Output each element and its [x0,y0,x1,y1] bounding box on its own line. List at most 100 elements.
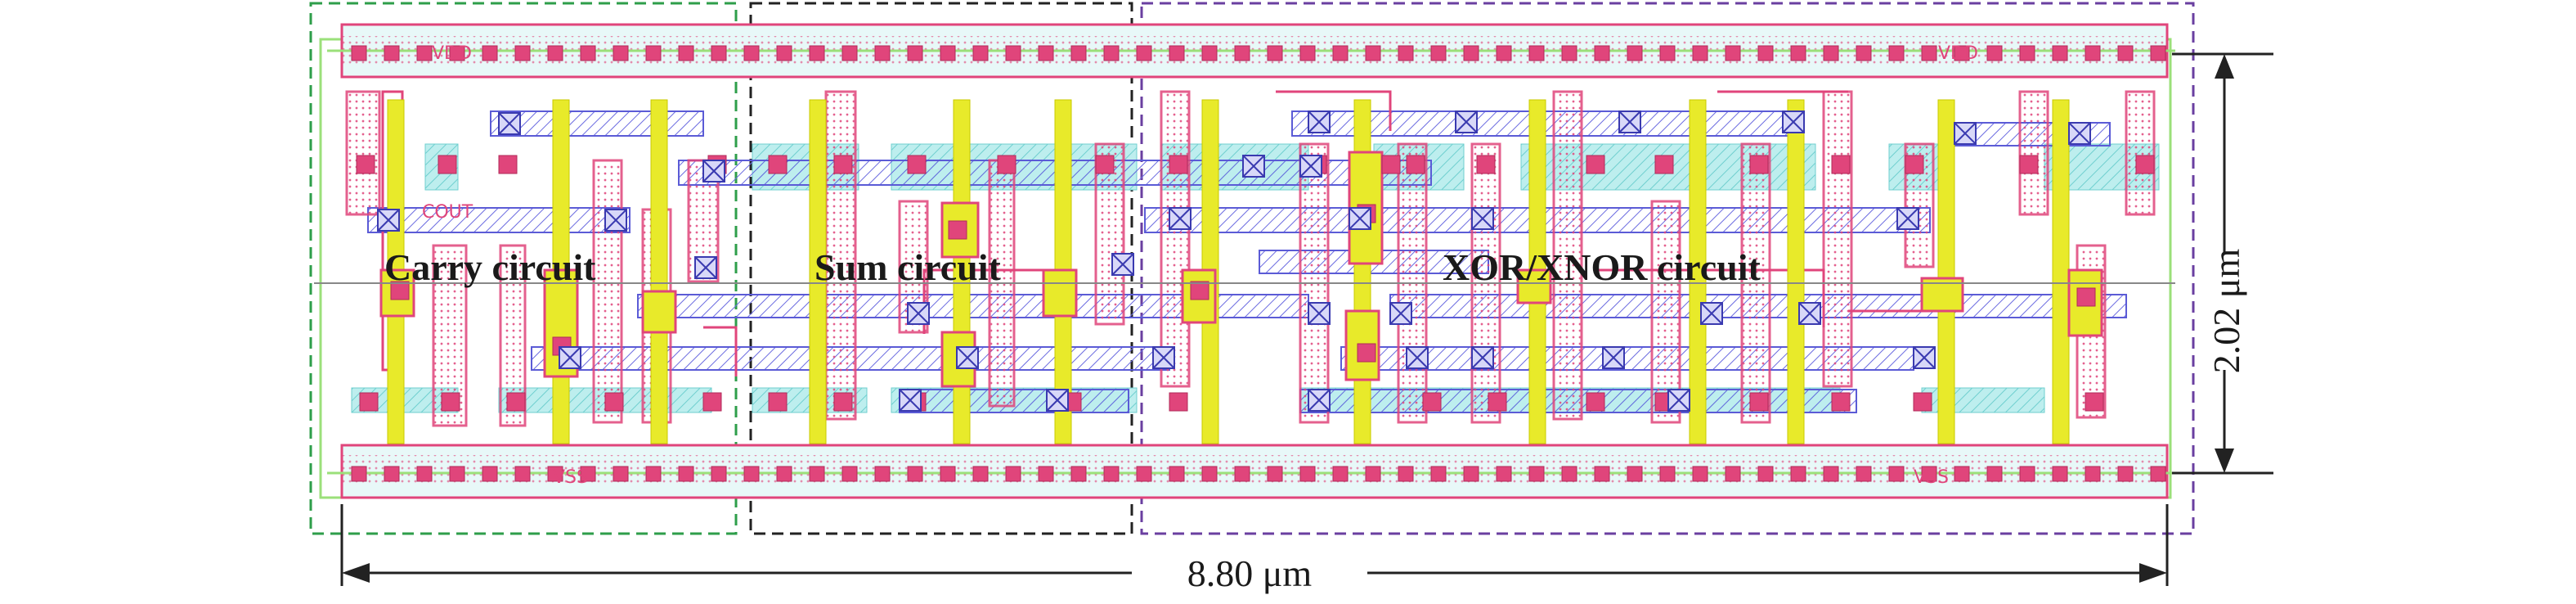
via-contact [1152,346,1175,369]
diffusion-contact [1749,155,1769,174]
rail-contact [449,45,465,61]
rail-contact [1725,45,1741,61]
rail-contact [2085,45,2101,61]
rail-contact [1103,45,1120,61]
rail-contact [1070,466,1087,482]
rail-contact [907,466,923,482]
diffusion-contact [1831,155,1851,174]
via-contact [694,256,717,279]
diffusion-contact [359,392,379,412]
diffusion-contact [948,220,967,240]
diffusion-contact [833,155,853,174]
rail-contact [645,45,662,61]
rail-contact [1234,466,1250,482]
rail-contact [645,466,662,482]
rail-contact [482,45,498,61]
vdd-pin-label-left: VDD [432,43,472,64]
via-contact [2068,122,2091,145]
rail-contact [1659,466,1676,482]
diffusion-contact [768,392,788,412]
height-dimension: 2.02 μm [2172,52,2273,475]
rail-contact [1594,466,1610,482]
rail-contact [1005,45,1021,61]
rail-contact [1627,45,1643,61]
diffusion-contact [702,392,722,412]
rail-contact [1201,45,1218,61]
sum-region-box [749,2,1133,535]
rail-contact [1365,466,1381,482]
rail-contact [972,45,989,61]
rail-contact [809,466,825,482]
via-contact [899,389,922,412]
rail-contact [711,466,727,482]
diffusion-contact [1169,155,1188,174]
rail-contact [613,45,629,61]
rail-contact [514,45,531,61]
diffusion-contact [1831,392,1851,412]
diffusion-contact [2085,392,2104,412]
rail-contact [1299,45,1316,61]
diffusion-contact [438,155,457,174]
via-contact [1169,207,1192,230]
rail-contact [416,45,433,61]
diffusion-contact [833,392,853,412]
via-contact [1700,302,1723,325]
via-contact [1798,302,1821,325]
via-contact [1046,389,1069,412]
diffusion-contact [1169,392,1188,412]
cout-pin-label: COUT [422,202,473,223]
via-contact [1913,346,1936,369]
rail-contact [1757,466,1774,482]
rail-contact [2019,45,2035,61]
diffusion-contact [1586,155,1605,174]
via-contact [1782,110,1805,133]
via-contact [1602,346,1625,369]
device-contacts [356,110,2155,412]
rail-contact [547,45,563,61]
rail-contact [547,466,563,482]
rail-contact [2150,45,2166,61]
rail-contact [1921,45,1937,61]
rail-contact [416,466,433,482]
rail-contact [1921,466,1937,482]
via-contact [956,346,979,369]
vdd-pin-label-right: VDD [1938,43,1978,64]
rail-contact [1659,45,1676,61]
metal1-routes [345,90,2156,427]
diffusion-contact [997,155,1016,174]
rail-contact [1463,45,1479,61]
rail-contact [482,466,498,482]
rail-contact [678,466,694,482]
diffusion-contact [356,155,375,174]
rail-contact [874,45,891,61]
rail-contact [1790,45,1806,61]
carry-region-box [309,2,738,535]
diffusion-contact [498,155,518,174]
rail-contact [613,466,629,482]
rail-contact [1561,45,1577,61]
rail-contact [1561,466,1577,482]
rail-contact [514,466,531,482]
via-contact [1308,389,1331,412]
diffusion-contact [506,392,526,412]
rail-contact [1136,45,1152,61]
diffusion-contact [1406,155,1425,174]
xor-xnor-circuit-label: XOR/XNOR circuit [1443,246,1761,288]
rail-contact [2019,466,2035,482]
rail-contact [1888,466,1905,482]
diffusion-contact [1476,155,1496,174]
diffusion-contact [1190,281,1209,300]
rail-contact [841,466,858,482]
height-dimension-label: 2.02 μm [2206,249,2247,374]
rail-contact [743,466,760,482]
diffusion-contact [1749,392,1769,412]
rail-contact [776,466,792,482]
rail-contact [1234,45,1250,61]
via-contact [1389,302,1412,325]
rail-contact [1823,45,1839,61]
rail-contact [1528,466,1545,482]
rail-contact [1692,45,1708,61]
rail-contact [1757,45,1774,61]
rail-contact [2052,466,2068,482]
via-contact [907,302,930,325]
